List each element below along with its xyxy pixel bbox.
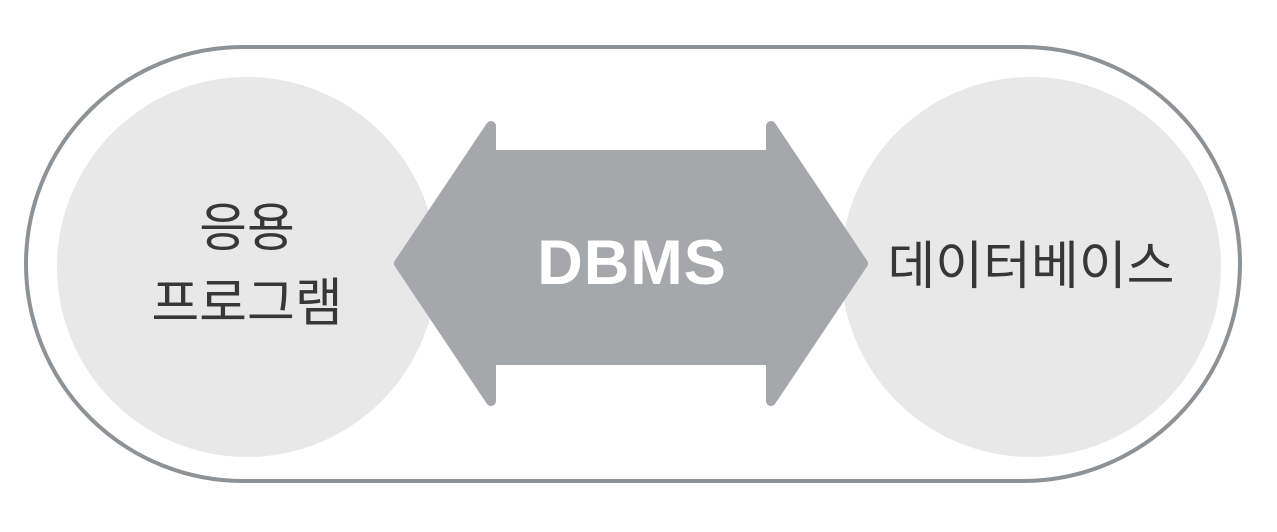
- application-program-label-line2: 프로그램: [151, 275, 343, 333]
- application-program-label-line1: 응용: [199, 200, 295, 258]
- diagram-outline: [24, 45, 1242, 483]
- database-label: 데이터베이스: [887, 237, 1175, 296]
- application-program-node: 응용 프로그램: [57, 77, 437, 457]
- dbms-label: DBMS: [537, 228, 727, 298]
- database-node: 데이터베이스: [841, 77, 1221, 457]
